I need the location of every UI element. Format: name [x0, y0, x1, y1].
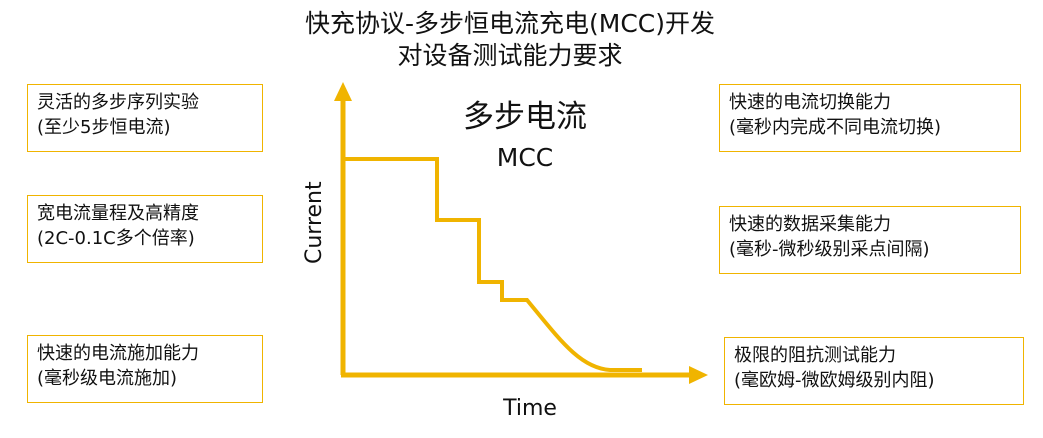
y-axis-label: Current — [302, 181, 327, 264]
x-axis-arrow-icon — [689, 366, 708, 384]
title-line-2: 对设备测试能力要求 — [397, 41, 623, 70]
requirement-box-current-apply: 快速的电流施加能力 (毫秒级电流施加) — [27, 335, 263, 403]
x-axis-label: Time — [503, 396, 557, 421]
box-detail: (2C-0.1C多个倍率) — [37, 228, 195, 249]
y-axis-arrow-icon — [334, 82, 352, 101]
box-heading: 极限的阻抗测试能力 — [734, 345, 896, 366]
requirement-box-current-switch: 快速的电流切换能力 (毫秒内完成不同电流切换) — [719, 84, 1021, 152]
box-heading: 快速的数据采集能力 — [729, 214, 891, 235]
box-detail: (毫秒内完成不同电流切换) — [729, 117, 942, 138]
box-heading: 快速的电流施加能力 — [37, 343, 199, 364]
requirement-box-multistep: 灵活的多步序列实验 (至少5步恒电流) — [27, 84, 263, 152]
mcc-step-curve — [343, 157, 642, 372]
diagram-heading: 多步电流 — [463, 99, 587, 135]
requirement-box-impedance: 极限的阻抗测试能力 (毫欧姆-微欧姆级别内阻) — [724, 337, 1024, 405]
diagram-title: 快充协议-多步恒电流充电(MCC)开发 对设备测试能力要求 — [250, 8, 770, 72]
requirement-box-data-acquisition: 快速的数据采集能力 (毫秒-微秒级别采点间隔) — [719, 206, 1021, 274]
box-heading: 宽电流量程及高精度 — [37, 203, 199, 224]
box-heading: 灵活的多步序列实验 — [37, 92, 199, 113]
box-detail: (毫秒级电流施加) — [37, 368, 178, 389]
title-line-1: 快充协议-多步恒电流充电(MCC)开发 — [304, 9, 715, 38]
box-detail: (至少5步恒电流) — [37, 117, 171, 138]
requirement-box-range-precision: 宽电流量程及高精度 (2C-0.1C多个倍率) — [27, 195, 263, 263]
diagram-subheading: MCC — [496, 143, 554, 172]
box-heading: 快速的电流切换能力 — [729, 92, 891, 113]
box-detail: (毫欧姆-微欧姆级别内阻) — [734, 370, 935, 391]
box-detail: (毫秒-微秒级别采点间隔) — [729, 239, 930, 260]
